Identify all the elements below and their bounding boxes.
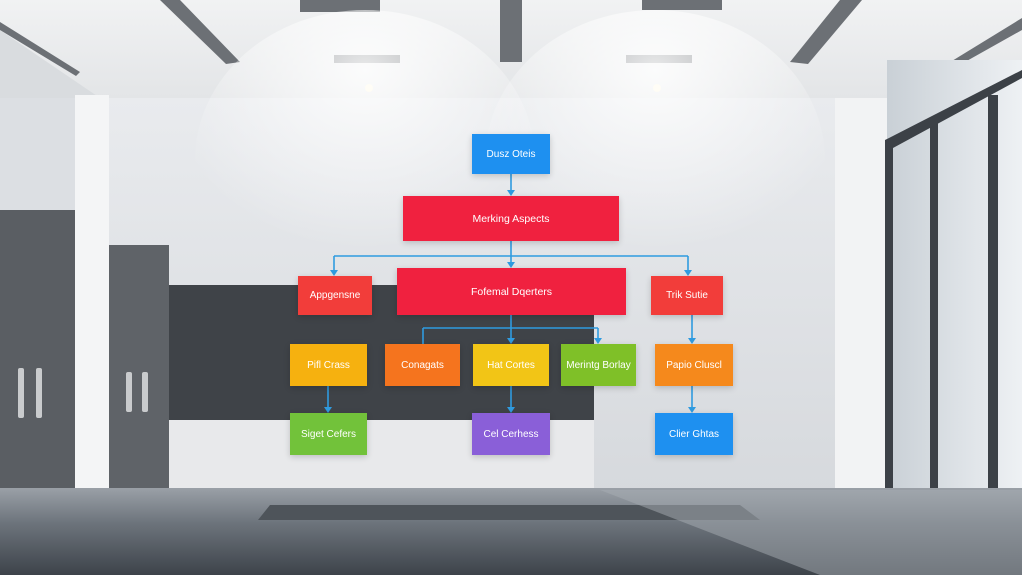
node-appgensne: Appgensne (298, 276, 372, 315)
node-clier-ghtas: Clier Ghtas (655, 413, 733, 455)
node-cel-cerhess: Cel Cerhess (472, 413, 550, 455)
node-merking-aspects: Merking Aspects (403, 196, 619, 241)
node-trik-sutie: Trik Sutie (651, 276, 723, 315)
node-dusz-oteis: Dusz Oteis (472, 134, 550, 174)
node-pifl-crass: Pifl Crass (290, 344, 367, 386)
node-hat-cortes: Hat Cortes (473, 344, 549, 386)
node-conagats: Conagats (385, 344, 460, 386)
node-merintg-borlay: Merintg Borlay (561, 344, 636, 386)
node-papio-cluscl: Papio Cluscl (655, 344, 733, 386)
node-siget-cefers: Siget Cefers (290, 413, 367, 455)
node-fofemal-dqerters: Fofemal Dqerters (397, 268, 626, 315)
